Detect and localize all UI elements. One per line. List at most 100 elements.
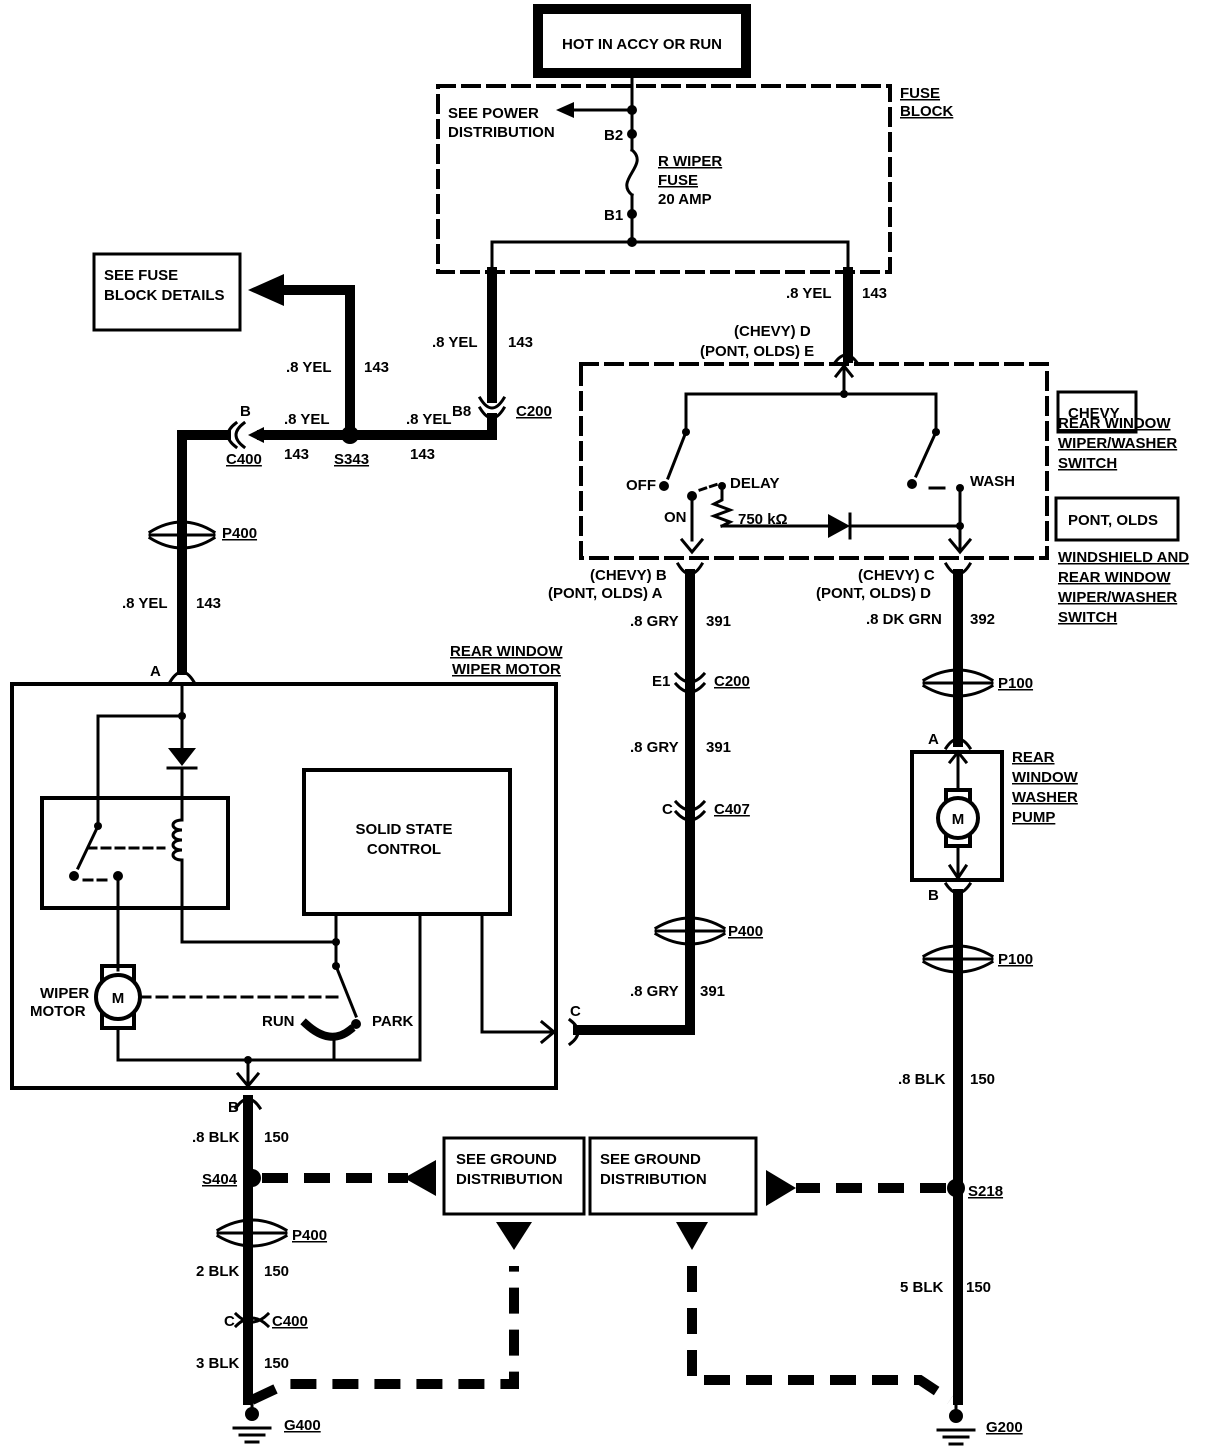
power-dist-arrow [556,102,574,118]
c200-label-top: C200 [516,403,552,420]
on-label: ON [664,509,687,526]
p400-label-1: P400 [222,525,257,542]
blk-label-1: .8 BLK [192,1129,240,1146]
switch-pont-d: (PONT, OLDS) D [816,585,931,602]
s404-splice [243,1169,261,1187]
pont-box-label: PONT, OLDS [1068,512,1158,529]
blk-circuit-4: 150 [966,1279,991,1296]
blk-circuit-3: 150 [264,1355,289,1372]
yel-label-5: .8 YEL [122,595,168,612]
b2-label: B2 [604,127,623,144]
switch-diode [828,514,850,538]
switch-chevy-b: (CHEVY) B [590,567,667,584]
p100-connector-top [921,668,995,683]
s404-label: S404 [202,1171,238,1188]
delay-label: DELAY [730,475,779,492]
gry-circuit-2: 391 [706,739,731,756]
blk2-label: 2 BLK [196,1263,240,1280]
s343-label: S343 [334,451,369,468]
ground-left-1: SEE GROUND [456,1151,557,1168]
relay-coil [171,818,184,862]
park-switch [334,964,358,1018]
blk3-label: 3 BLK [196,1355,240,1372]
c400-c-label: C [224,1313,235,1330]
yel-label-2: .8 YEL [406,411,452,428]
switch-chevy-c: (CHEVY) C [858,567,935,584]
wiper-motor-box [10,682,558,1090]
ground-right-2: DISTRIBUTION [600,1171,707,1188]
fuse-element [625,147,639,198]
fuse-details-arrow [248,274,284,306]
g200-ground-return [687,1266,953,1405]
pont-desc-3: WIPER/WASHER [1058,589,1177,606]
c200-label-gry: C200 [714,673,750,690]
pump-m: M [952,811,965,828]
pump-b-label: B [928,887,939,904]
wiper-label-2: MOTOR [30,1003,86,1020]
pump-label-1: REAR [1012,749,1055,766]
yel-wire-to-fuse-details [275,285,355,440]
p400-label-2: P400 [728,923,763,940]
pont-desc-4: SWITCH [1058,609,1117,626]
pont-box [1054,496,1180,542]
motor-a-label: A [150,663,161,680]
motor-b-label: B [228,1099,239,1116]
b2-terminal [627,129,637,139]
chevy-box [1056,390,1138,434]
resistor-label: 750 kΩ [738,511,788,528]
c200-connector-gry [673,671,707,684]
s218-label: S218 [968,1183,1003,1200]
switch-outline [579,362,1049,560]
g400-ground-return [249,1266,519,1405]
yel-circuit-5: 143 [196,595,221,612]
c400-connector-bottom [233,1311,271,1324]
fuse-block-title-2: BLOCK [900,103,953,120]
yel-label-6: .8 YEL [786,285,832,302]
blk-label-right: .8 BLK [898,1071,946,1088]
pump-a-label: A [928,731,939,748]
wiper-motor-m: M [112,990,125,1007]
pont-desc-2: REAR WINDOW [1058,569,1171,586]
relay-box [40,796,230,910]
g400-ground-icon [245,1407,259,1421]
motor-c-connector [567,1017,580,1047]
motor-title-2: WIPER MOTOR [452,661,561,678]
chevy-box-label: CHEVY [1068,405,1120,422]
pump-motor-icon [936,796,980,840]
p400-connector-gry [653,916,727,931]
see-fuse-2: BLOCK DETAILS [104,287,225,304]
c200-connector-top [477,395,507,410]
switch-d-connector [831,353,861,367]
wash-switch [914,430,938,478]
motor-c-label: C [570,1003,581,1020]
motor-title-1: REAR WINDOW [450,643,563,660]
c400-connector-top [234,420,247,450]
fuse-top-splice [627,105,637,115]
motor-a-connector [167,670,197,685]
p400-connector-bottom [215,1218,289,1233]
see-power-2: DISTRIBUTION [448,124,555,141]
switch-pont-a: (PONT, OLDS) A [548,585,663,602]
gry-label-1: .8 GRY [630,613,679,630]
s218-splice [947,1179,965,1197]
p100-label-1: P100 [998,675,1033,692]
motor-diode [168,748,196,766]
g200-ground-icon [949,1409,963,1423]
yel-circuit-2: 143 [410,446,435,463]
yel-wire-to-s343 [347,413,497,440]
gry-label-3: .8 GRY [630,983,679,1000]
see-fuse-1: SEE FUSE [104,267,178,284]
yel-circuit-3: 143 [364,359,389,376]
blk-circuit-right: 150 [970,1071,995,1088]
off-label: OFF [626,477,656,494]
dkgrn-label: .8 DK GRN [866,611,942,628]
blk5-label: 5 BLK [900,1279,944,1296]
c407-c-label: C [662,801,673,818]
c407-label: C407 [714,801,750,818]
yel-label-4: .8 YEL [284,411,330,428]
gry-circuit-3: 391 [700,983,725,1000]
ground-left-2: DISTRIBUTION [456,1171,563,1188]
c400-label-bottom: C400 [272,1313,308,1330]
ground-right-1: SEE GROUND [600,1151,701,1168]
